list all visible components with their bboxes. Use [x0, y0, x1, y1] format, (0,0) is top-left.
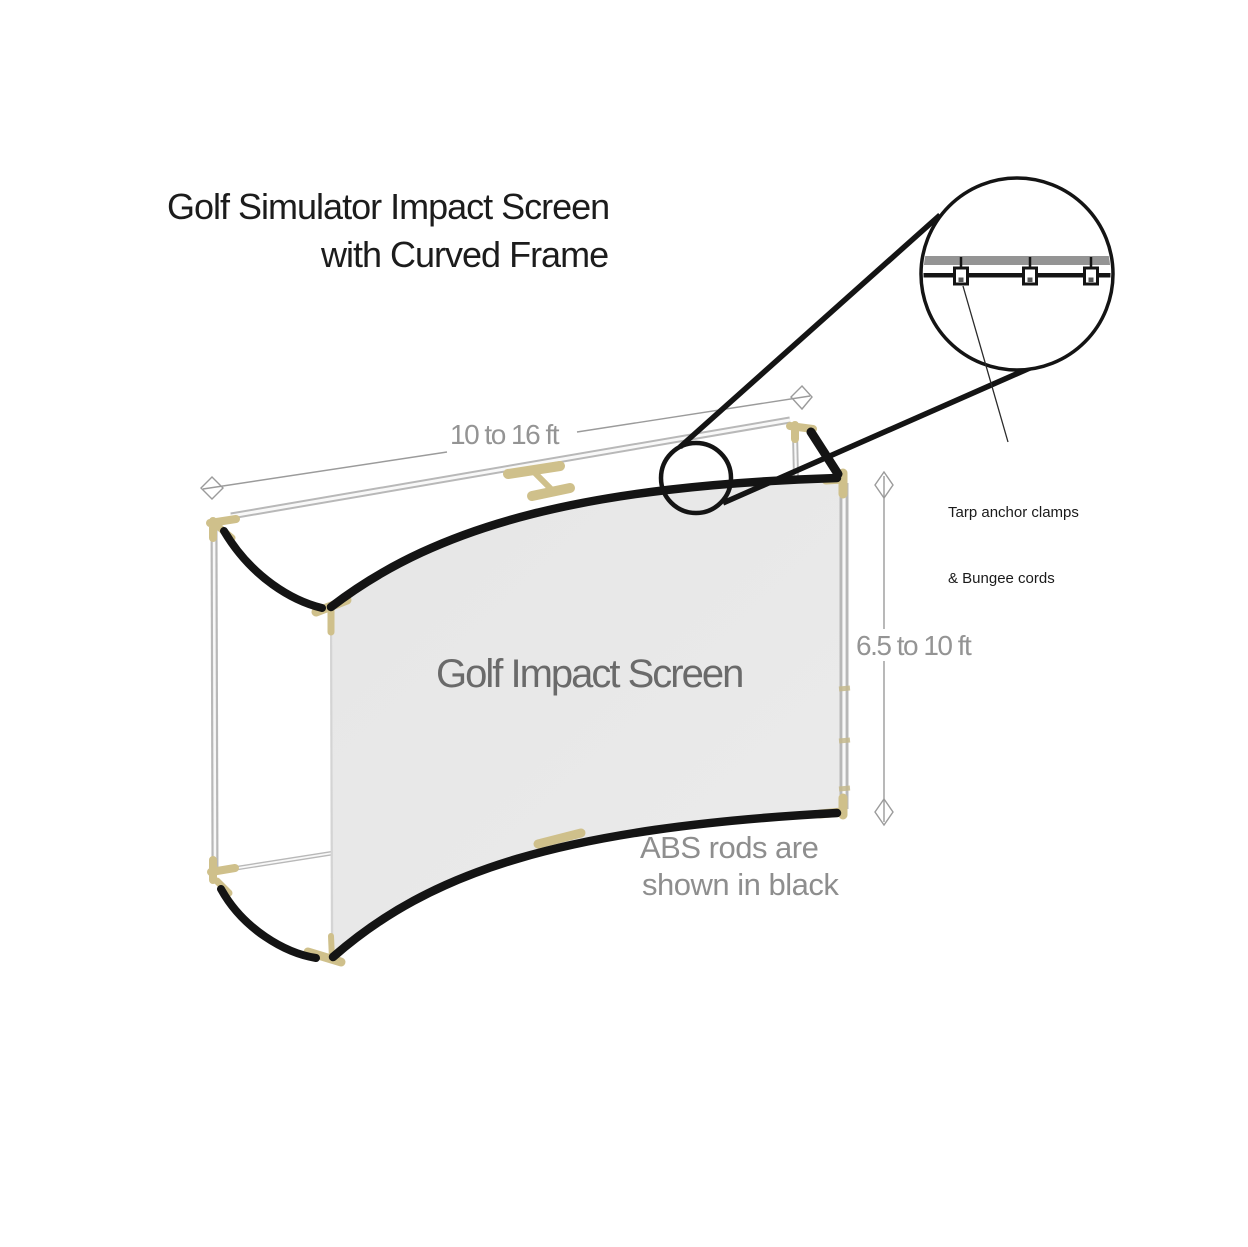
impact-screen-label: Golf Impact Screen — [436, 652, 744, 696]
frame-rail-bar — [923, 256, 1111, 265]
front-right-post — [838, 483, 851, 809]
anchor-clamp-1 — [953, 257, 969, 286]
post-joint-bands — [838, 685, 851, 792]
screen-edge-line — [923, 273, 1111, 278]
magnified-detail-circle — [919, 176, 1115, 443]
clamp-callout-line — [962, 285, 1009, 443]
abs-note-line1: ABS rods are — [640, 830, 819, 865]
zoom-source-circle — [658, 440, 734, 516]
width-dimension-label: 10 to 16 ft — [450, 419, 560, 450]
screen-left-edge — [329, 608, 334, 957]
width-dimension-line — [200, 384, 813, 500]
abs-rods — [217, 427, 843, 962]
tarp-clamp-callout-line2: & Bungee cords — [948, 570, 1055, 587]
height-dimension-label: 6.5 to 10 ft — [856, 630, 972, 661]
tarp-clamp-callout-line1: Tarp anchor clamps — [948, 504, 1079, 521]
tarp-clamp-callout-label: Tarp anchor clamps & Bungee cords — [948, 458, 1079, 634]
zoom-callout-lines — [678, 212, 1050, 506]
abs-note-line2: shown in black — [642, 867, 839, 902]
tarp-clamps-detail — [923, 256, 1111, 286]
anchor-clamp-3 — [1083, 257, 1099, 286]
back-frame-tubes — [210, 416, 799, 873]
page-title-line2: with Curved Frame — [321, 234, 609, 275]
page-title-line1: Golf Simulator Impact Screen — [167, 186, 610, 227]
height-dimension-line — [874, 470, 894, 827]
anchor-clamp-2 — [1022, 257, 1038, 286]
